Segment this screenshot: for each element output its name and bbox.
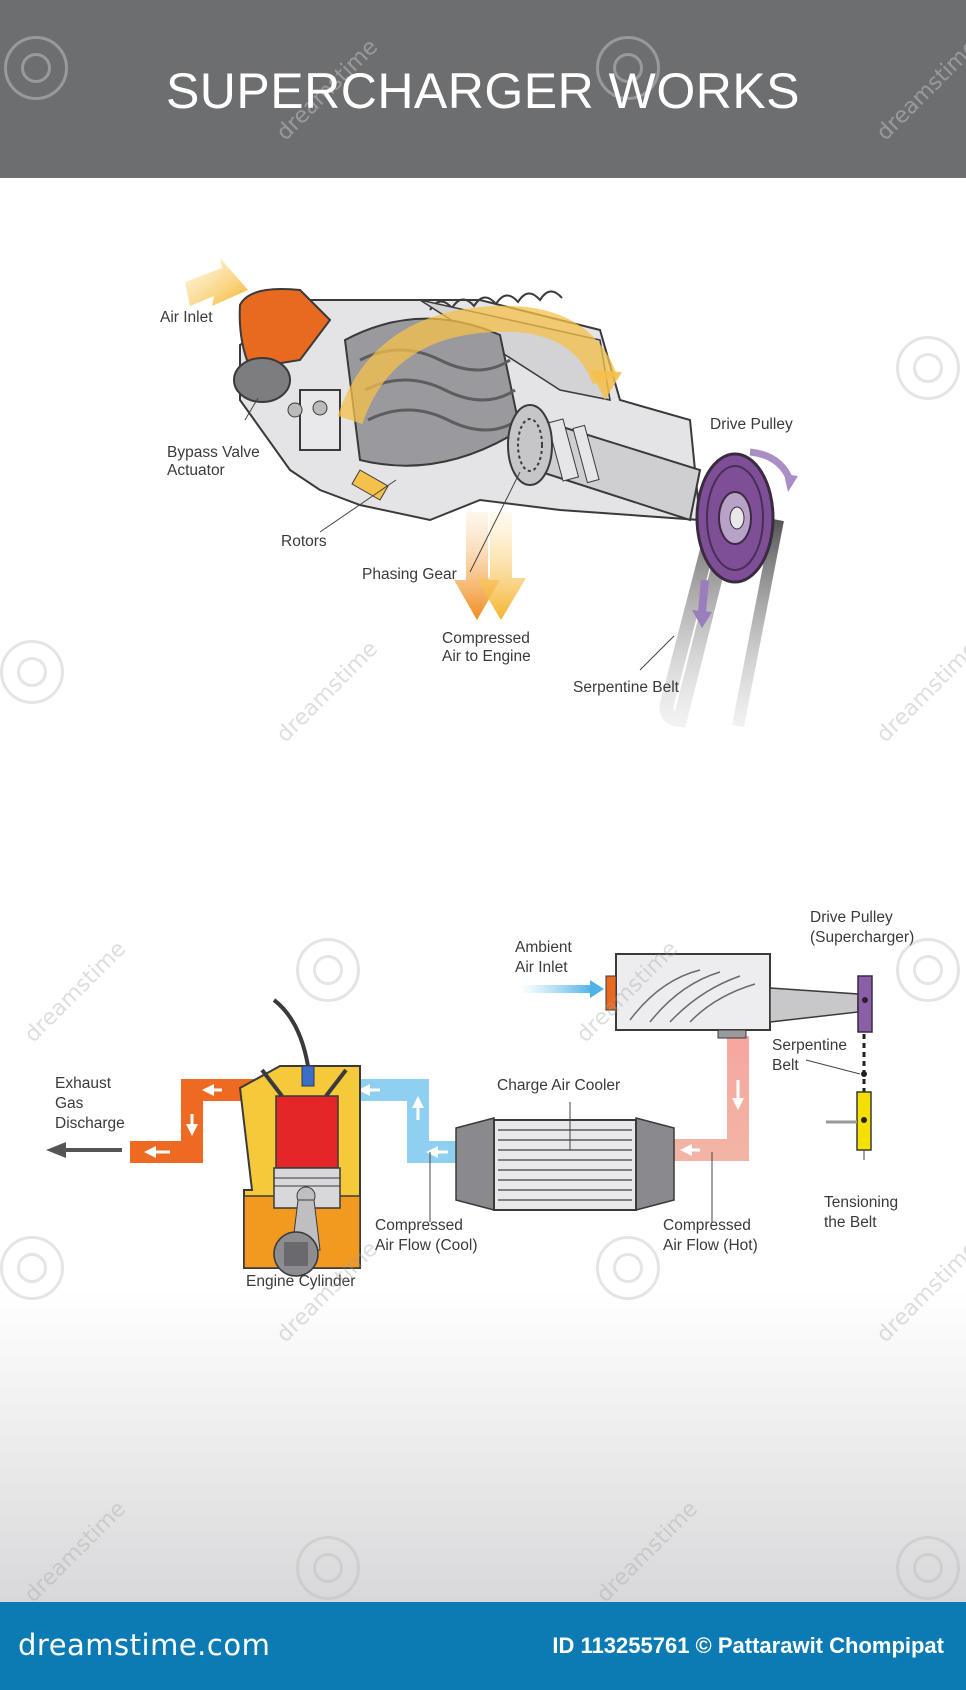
label-serpentine-belt: Serpentine Belt [573, 679, 680, 696]
supercharger-shaft-shape [769, 987, 859, 1023]
phasing-gear-teeth-shape [517, 418, 543, 472]
watermark-swirl-icon [4, 36, 68, 100]
label-engine-cylinder: Engine Cylinder [246, 1273, 355, 1290]
label-bypass-valve-line2: Actuator [167, 462, 225, 479]
supercharger-box-shape [615, 953, 771, 1031]
charge-air-cooler-shape [493, 1119, 637, 1211]
rotation-arrowhead-shape [692, 610, 712, 628]
label-serpentine-line1: Serpentine [772, 1037, 847, 1054]
watermark-swirl-icon [296, 1536, 360, 1600]
label-hot-flow-line1: Compressed [663, 1217, 751, 1234]
exhaust-discharge-arrowhead [46, 1142, 66, 1158]
label-rotors: Rotors [281, 533, 327, 550]
cooler-outlet-cone-shape [635, 1117, 675, 1211]
bolt-shape [312, 400, 328, 416]
label-air-inlet: Air Inlet [160, 309, 213, 326]
label-bypass-valve-line1: Bypass Valve [167, 444, 260, 461]
label-hot-flow-line2: Air Flow (Hot) [663, 1237, 758, 1254]
hot-air-pipe-shape [672, 1036, 749, 1161]
label-drive-pulley-line2: (Supercharger) [810, 929, 914, 946]
watermark-swirl-icon [596, 36, 660, 100]
label-serpentine-line2: Belt [772, 1057, 799, 1074]
rotation-arrowhead-shape [784, 474, 798, 492]
cool-flow-arrowheads [358, 1084, 438, 1158]
label-ambient-line1: Ambient [515, 939, 573, 956]
supercharger-inlet-shape [605, 975, 617, 1011]
phasing-gear-shape [507, 404, 553, 486]
bolt-shape [287, 402, 303, 418]
air-inlet-arrow-shape [185, 258, 248, 306]
watermark-swirl-icon [0, 1236, 64, 1300]
watermark-swirl-icon [896, 1536, 960, 1600]
watermark-swirl-icon [296, 938, 360, 1002]
rotation-arrow-shape [698, 579, 709, 613]
cylinder-chamber-shape [275, 1095, 339, 1169]
label-drive-pulley: Drive Pulley [710, 416, 793, 433]
label-cool-flow-line2: Air Flow (Cool) [375, 1237, 477, 1254]
title-banner: dreamstime dreamstime SUPERCHARGER WORKS [0, 0, 966, 178]
drive-pulley-schematic-shape [857, 975, 873, 1033]
gear-ring-shape [546, 418, 580, 482]
supercharger-outlet-shape [717, 1029, 747, 1039]
crankshaft-web-shape [284, 1242, 308, 1266]
cool-air-pipe-shape [352, 1079, 462, 1163]
airflow-curve-shape [337, 305, 618, 425]
label-cool-flow-line1: Compressed [375, 1217, 463, 1234]
ambient-inlet-arrowhead-shape [590, 980, 604, 998]
watermark-swirl-icon [896, 938, 960, 1002]
footer-bar: dreamstime.com ID 113255761 © Pattarawit… [0, 1602, 966, 1690]
label-exhaust-line2: Gas [55, 1095, 84, 1112]
label-charge-air-cooler: Charge Air Cooler [497, 1077, 620, 1094]
footer-credit: ID 113255761 © Pattarawit Chompipat [552, 1633, 944, 1658]
watermark-swirl-icon [596, 1236, 660, 1300]
gear-ring-shape [572, 424, 600, 484]
ignition-wire-shape [272, 998, 310, 1067]
label-exhaust-line1: Exhaust [55, 1075, 112, 1092]
watermark-swirl-icon [0, 640, 64, 704]
drive-pulley-groove-shape [706, 465, 764, 571]
serpentine-belt-shape [732, 518, 784, 728]
label-drive-pulley-line1: Drive Pulley [810, 909, 893, 926]
tensioner-center-shape [861, 1117, 867, 1123]
pulley-nut-shape [729, 506, 745, 530]
cooler-inlet-cone-shape [455, 1117, 495, 1211]
exhaust-valve-shape [260, 1068, 284, 1098]
pulley-center-shape [862, 997, 868, 1003]
label-compressed-line1: Compressed [442, 630, 530, 647]
label-phasing-gear: Phasing Gear [362, 566, 457, 583]
belt-dot-shape [861, 1071, 867, 1077]
spark-plug-shape [301, 1065, 315, 1087]
exhaust-flow-arrowheads [144, 1084, 214, 1158]
label-exhaust-line3: Discharge [55, 1115, 125, 1132]
bypass-actuator-shape [233, 357, 291, 403]
footer-brand-logo[interactable]: dreamstime.com [18, 1628, 271, 1662]
bypass-bracket-shape [299, 389, 341, 451]
leader-lines [244, 397, 675, 671]
label-tensioning-line1: Tensioning [824, 1194, 898, 1211]
supercharger-rotor-lines [629, 969, 756, 1023]
airflow-curve-arrowhead-shape [590, 370, 622, 400]
air-inlet-cap-shape [238, 288, 332, 370]
watermark-swirl-icon [896, 336, 960, 400]
schematic-illustration [46, 953, 873, 1277]
bracket-shape [351, 469, 389, 501]
label-compressed-line2: Air to Engine [442, 648, 531, 665]
ambient-inlet-arrow-shape [520, 985, 592, 993]
compressed-air-arrow-shape [476, 512, 526, 620]
background-gradient [0, 1290, 966, 1602]
serpentine-belt-shape [659, 498, 737, 728]
intake-valve-shape [324, 1068, 348, 1098]
label-tensioning-line2: the Belt [824, 1214, 877, 1231]
supercharger-illustration [185, 258, 798, 728]
label-ambient-line2: Air Inlet [515, 959, 568, 976]
schematic-leader-lines [429, 1059, 865, 1222]
cooler-fins [498, 1129, 632, 1201]
hot-flow-arrowheads [680, 1098, 744, 1156]
page-title: SUPERCHARGER WORKS [165, 63, 801, 119]
